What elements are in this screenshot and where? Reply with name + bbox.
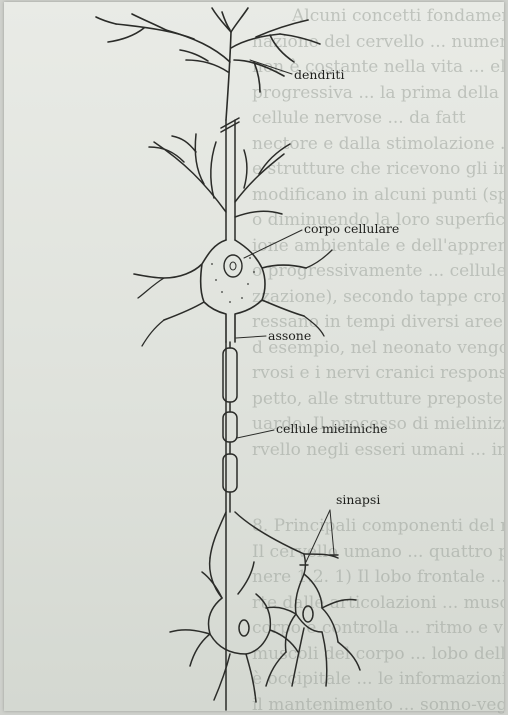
myelin-sheaths bbox=[223, 348, 237, 492]
leader-lines bbox=[236, 60, 334, 562]
label-sinapsi: sinapsi bbox=[336, 492, 380, 507]
main-dendrite-trunk bbox=[221, 118, 239, 240]
label-cellule-mieliniche: cellule mieliniche bbox=[276, 421, 388, 436]
label-dendriti: dendriti bbox=[294, 67, 344, 82]
label-assone: assone bbox=[268, 328, 311, 343]
dendrites-top bbox=[96, 8, 320, 120]
book-page: Alcuni concetti fondamentali sulla matur… bbox=[4, 2, 504, 711]
dendrites-middle bbox=[149, 134, 290, 217]
neuron-diagram bbox=[4, 2, 504, 711]
label-corpo-cellulare: corpo cellulare bbox=[304, 221, 399, 236]
axon bbox=[210, 342, 338, 710]
target-neurons bbox=[170, 562, 360, 702]
